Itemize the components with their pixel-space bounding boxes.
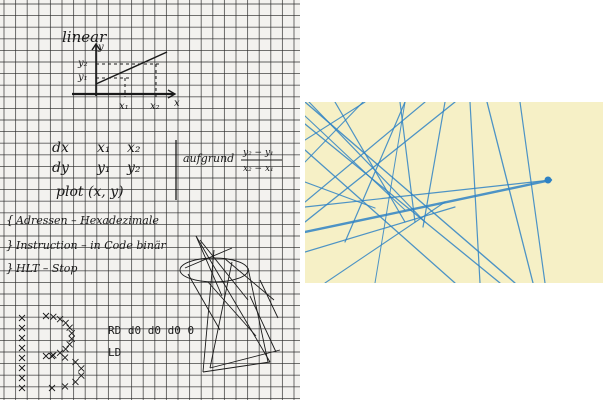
x-mark (62, 319, 69, 327)
axis-y-label: y (97, 42, 104, 53)
axis-x2-label: x₂ (150, 101, 160, 112)
var-dx: dx (52, 140, 69, 156)
y-axis-arrow (91, 42, 101, 51)
plotter-stroke (344, 102, 406, 243)
plotter-stroke (305, 102, 366, 141)
x-mark (77, 372, 85, 379)
plotter-stroke (422, 102, 446, 228)
brace-3: } (6, 261, 14, 275)
x-mark (18, 344, 26, 352)
plotter-stroke (305, 123, 501, 283)
grid-paper-sheet: linear y x y₂ y₁ x₁ x₂ dx x₁ x₂ dy y₁ y₂… (0, 0, 300, 400)
plot-call: plot (x, y) (56, 184, 124, 200)
axis-y2-label: y₂ (77, 58, 88, 69)
plotter-drawing (305, 102, 603, 283)
fraction-numerator: y₂ − y₁ (242, 148, 274, 158)
code-row-2: LD (108, 346, 121, 359)
x-mark (18, 324, 26, 332)
x-mark (61, 383, 69, 390)
var-y2: y₂ (126, 160, 141, 176)
x-mark (48, 384, 56, 392)
linear-function-line (95, 51, 168, 85)
plotter-stroke (305, 102, 426, 203)
x-mark (18, 384, 26, 392)
axis-y1-label: y₁ (77, 72, 88, 83)
var-dy: dy (52, 160, 70, 176)
plotter-stroke (305, 115, 406, 211)
letter-pattern (18, 312, 85, 392)
x-mark (66, 340, 73, 348)
plotter-pen-dot (544, 176, 552, 184)
x-mark (18, 314, 26, 322)
axis-x-label: x (174, 98, 180, 109)
fraction-denominator: x₂ − x₁ (243, 164, 274, 174)
aufgrund-label: aufgrund (183, 152, 234, 165)
brace-2: } (6, 238, 14, 252)
x-mark (18, 364, 26, 372)
plotter-stroke (305, 206, 456, 253)
x-mark (48, 352, 56, 360)
x-mark (50, 313, 57, 321)
x-mark (18, 374, 26, 382)
axis-diagram (72, 42, 177, 99)
grid-lines (0, 0, 300, 400)
list-line-2: Instruction – in Code binär (15, 239, 167, 252)
x-mark (61, 354, 69, 361)
x-mark (72, 378, 79, 386)
plotter-stroke (324, 201, 446, 283)
plotter-stroke (486, 102, 534, 283)
plotter-stroke (519, 102, 546, 283)
x-mark (68, 329, 76, 337)
x-axis-arrow (167, 89, 177, 99)
plotter-stroke (305, 179, 552, 208)
wireframe-cone-sketch (179, 235, 281, 373)
var-x2: x₂ (127, 140, 141, 156)
x-mark (66, 324, 73, 332)
x-mark (56, 315, 64, 323)
x-mark (42, 352, 50, 360)
plotter-stroke (374, 102, 406, 283)
plotter-stroke (399, 102, 416, 223)
list-line-3: HLT – Stop (15, 262, 77, 275)
plotter-stroke (305, 102, 364, 163)
plotter-stroke (305, 102, 516, 283)
x-mark (62, 345, 69, 353)
sheet-drawing: linear y x y₂ y₁ x₁ x₂ dx x₁ x₂ dy y₁ y₂… (0, 0, 300, 400)
plotter-stroke (305, 178, 553, 234)
x-mark (72, 358, 79, 366)
var-x1: x₁ (97, 140, 111, 156)
plotter-stroke (469, 102, 481, 283)
plotter-stroke (308, 102, 426, 223)
title-linear: linear (62, 28, 107, 46)
var-y1: y₁ (96, 160, 111, 176)
plotter-lines (305, 102, 553, 283)
plotter-stroke (334, 102, 406, 223)
x-mark (77, 365, 85, 372)
axis-x1-label: x₁ (119, 101, 129, 112)
x-mark (18, 334, 26, 342)
plotter-stroke (305, 181, 376, 209)
list-line-1: Adressen – Hexadezimale (15, 214, 159, 227)
code-row-1: RD d0 d0 d0 0 (108, 324, 194, 337)
x-mark (18, 354, 26, 362)
plotter-stroke (305, 102, 456, 223)
x-mark (42, 312, 50, 320)
x-mark (68, 335, 76, 343)
brace-1: { (6, 213, 14, 227)
